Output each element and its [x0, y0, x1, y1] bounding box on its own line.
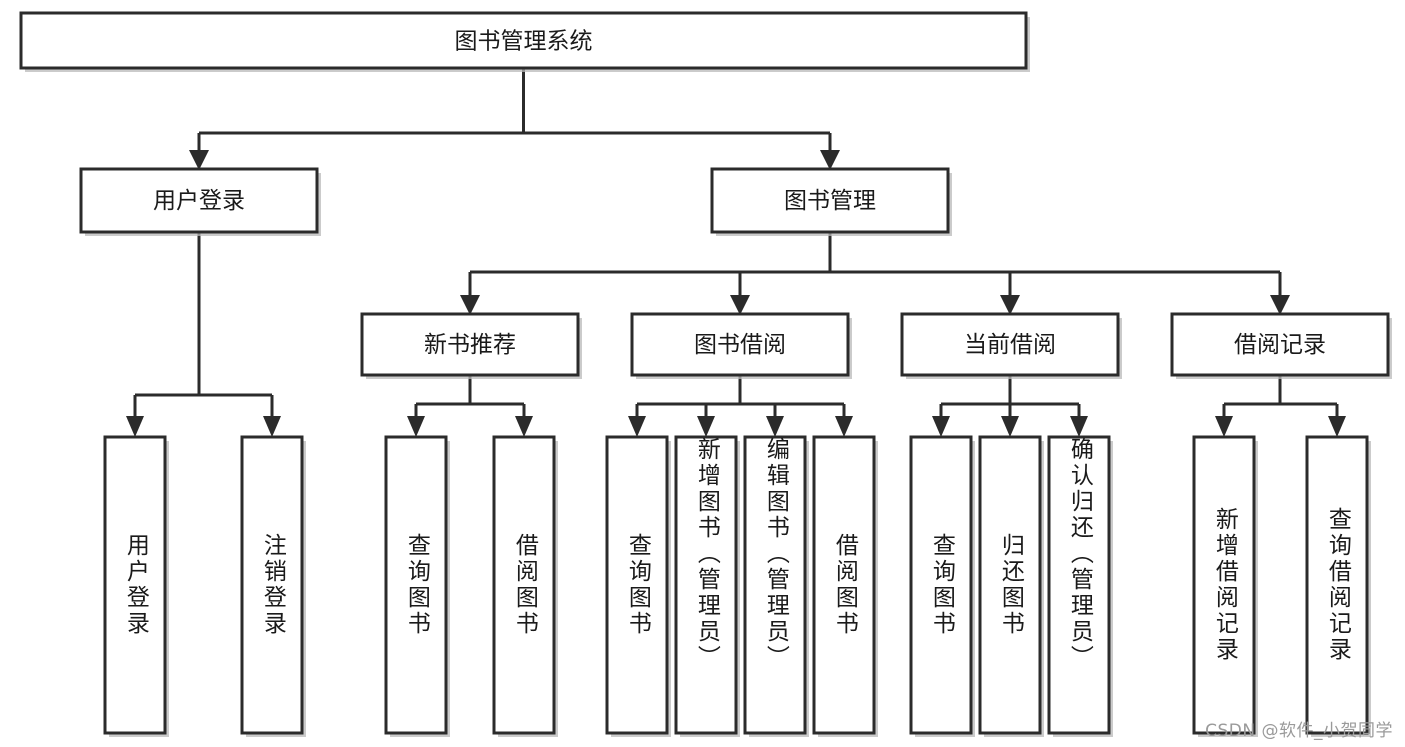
arrowhead-book-manage	[820, 150, 840, 170]
node-book-borrow[interactable]: 图书借阅	[630, 312, 852, 379]
nodes-layer: 图书管理系统 用户登录 图书管理 新书推荐	[19, 11, 1392, 737]
arrowhead-leaf-add-record	[1215, 416, 1233, 437]
arrowhead-leaf-confirm-return	[1070, 416, 1088, 437]
arrowhead-user-login	[189, 150, 209, 170]
arrowhead-borrow-record	[1270, 295, 1290, 315]
node-new-book-rec-label: 新书推荐	[424, 332, 516, 358]
node-leaf-user-login[interactable]	[103, 435, 169, 737]
arrowhead-current-borrow	[1000, 295, 1020, 315]
node-current-borrow-label: 当前借阅	[964, 332, 1056, 358]
arrowhead-leaf-user-login	[126, 416, 144, 437]
node-book-manage[interactable]: 图书管理	[710, 167, 952, 236]
node-user-login-label: 用户登录	[153, 188, 245, 214]
arrowhead-new-book-rec	[460, 295, 480, 315]
leaf-boxes-layer	[103, 435, 1371, 737]
watermark: CSDN @软件_小贺同学	[1205, 721, 1393, 741]
arrowhead-leaf-add-book	[697, 416, 715, 437]
node-user-login[interactable]: 用户登录	[79, 167, 321, 236]
node-leaf-query-book-3[interactable]	[909, 435, 975, 737]
arrowhead-leaf-edit-book	[766, 416, 784, 437]
arrowhead-leaf-query-book-1	[407, 416, 425, 437]
node-leaf-return-book[interactable]	[978, 435, 1044, 737]
node-leaf-edit-book[interactable]	[743, 435, 809, 737]
arrowhead-leaf-borrow-book-1	[515, 416, 533, 437]
node-borrow-record[interactable]: 借阅记录	[1170, 312, 1392, 379]
node-new-book-rec[interactable]: 新书推荐	[360, 312, 582, 379]
arrowhead-leaf-query-book-2	[628, 416, 646, 437]
node-current-borrow[interactable]: 当前借阅	[900, 312, 1122, 379]
node-book-manage-label: 图书管理	[784, 188, 876, 214]
arrowhead-leaf-return-book	[1001, 416, 1019, 437]
arrowhead-leaf-query-record	[1328, 416, 1346, 437]
node-leaf-logout[interactable]	[240, 435, 306, 737]
node-borrow-record-label: 借阅记录	[1234, 332, 1326, 358]
node-leaf-query-record[interactable]	[1305, 435, 1371, 737]
node-leaf-query-book-1[interactable]	[384, 435, 450, 737]
node-root-label: 图书管理系统	[455, 29, 593, 55]
node-leaf-borrow-book-1[interactable]	[492, 435, 558, 737]
arrowhead-leaf-borrow-book-2	[835, 416, 853, 437]
arrowhead-leaf-logout	[263, 416, 281, 437]
node-leaf-confirm-return[interactable]	[1047, 435, 1113, 737]
edges-layer	[133, 68, 1339, 418]
arrowhead-leaf-query-book-3	[932, 416, 950, 437]
arrowhead-book-borrow	[730, 295, 750, 315]
node-leaf-add-book[interactable]	[674, 435, 740, 737]
node-leaf-borrow-book-2[interactable]	[812, 435, 878, 737]
node-leaf-add-record[interactable]	[1192, 435, 1258, 737]
node-root[interactable]: 图书管理系统	[19, 11, 1030, 72]
node-leaf-query-book-2[interactable]	[605, 435, 671, 737]
node-book-borrow-label: 图书借阅	[694, 332, 786, 358]
arrowheads-layer	[126, 150, 1346, 437]
